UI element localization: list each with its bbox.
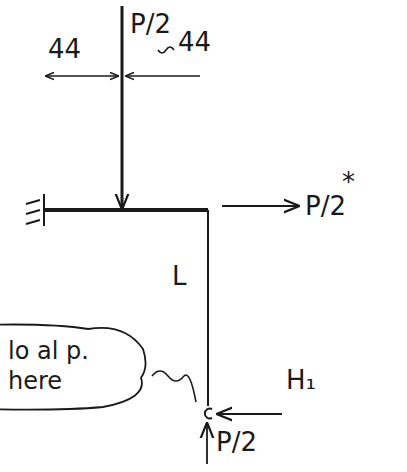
length-label: L bbox=[172, 262, 187, 291]
column bbox=[207, 210, 209, 406]
wall-hatch bbox=[26, 200, 40, 204]
reaction-label: P/2 bbox=[216, 428, 257, 457]
leader-line bbox=[158, 47, 174, 53]
wall-hatch bbox=[26, 210, 40, 214]
reaction-label: H₁ bbox=[286, 366, 316, 395]
load-label: P/2 bbox=[130, 10, 171, 39]
dimension-line bbox=[46, 75, 118, 77]
roller-support bbox=[205, 408, 212, 418]
force-arrow bbox=[206, 424, 208, 464]
dimension-line bbox=[126, 75, 200, 77]
load-arrow bbox=[121, 6, 124, 208]
force-arrow bbox=[218, 413, 282, 415]
leader-line bbox=[152, 371, 196, 402]
note-text: lo al p. here bbox=[0, 322, 150, 408]
force-arrow bbox=[222, 205, 298, 207]
note-cloud: lo al p. here bbox=[0, 322, 150, 412]
beam bbox=[44, 208, 208, 212]
dimension-label: 44 bbox=[178, 28, 211, 57]
dimension-label: 44 bbox=[48, 35, 81, 64]
wall-hatch bbox=[26, 220, 40, 224]
wall-support bbox=[26, 194, 44, 226]
force-label: P/2 bbox=[305, 192, 346, 221]
